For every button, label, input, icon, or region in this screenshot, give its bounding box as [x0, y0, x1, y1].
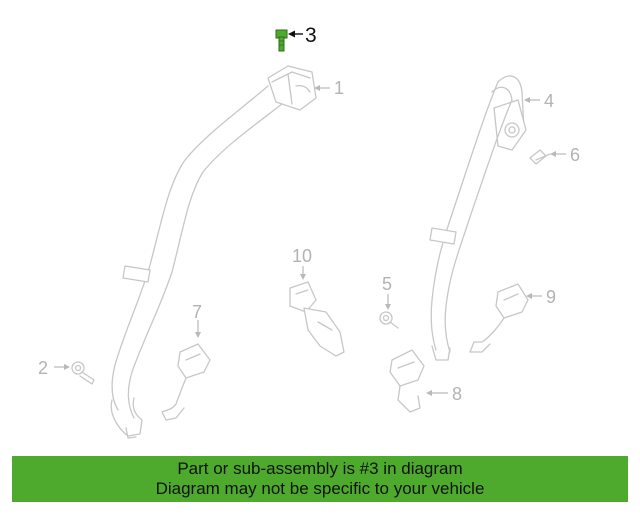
part-9-buckle[interactable]: [469, 283, 529, 353]
callout-3[interactable]: 3: [305, 24, 317, 47]
callout-10[interactable]: 10: [292, 246, 312, 266]
part-3-bolt-highlighted[interactable]: [275, 29, 288, 52]
part-7-buckle[interactable]: [161, 343, 211, 421]
callout-6[interactable]: 6: [570, 145, 580, 165]
callout-7[interactable]: 7: [192, 302, 202, 322]
part-5-bolt[interactable]: [379, 311, 399, 329]
part-4-right-seat-belt[interactable]: [429, 75, 527, 361]
callout-2[interactable]: 2: [38, 358, 48, 378]
banner-line-disclaimer: Diagram may not be specific to your vehi…: [155, 479, 485, 498]
callout-9[interactable]: 9: [546, 287, 556, 307]
part-10-buckle[interactable]: [289, 281, 345, 357]
callout-5[interactable]: 5: [382, 274, 392, 294]
info-banner: Part or sub-assembly is #3 in diagram Di…: [12, 456, 628, 502]
callout-4[interactable]: 4: [544, 91, 554, 111]
part-2-bolt[interactable]: [71, 361, 95, 385]
part-6-bolt[interactable]: [529, 149, 551, 165]
callout-8[interactable]: 8: [452, 384, 462, 404]
banner-line-part: Part or sub-assembly is #3 in diagram: [177, 459, 463, 478]
callout-1[interactable]: 1: [334, 78, 344, 98]
callout-lines: [54, 30, 566, 396]
part-1-left-seat-belt[interactable]: [110, 65, 317, 439]
part-8-buckle[interactable]: [389, 349, 425, 413]
